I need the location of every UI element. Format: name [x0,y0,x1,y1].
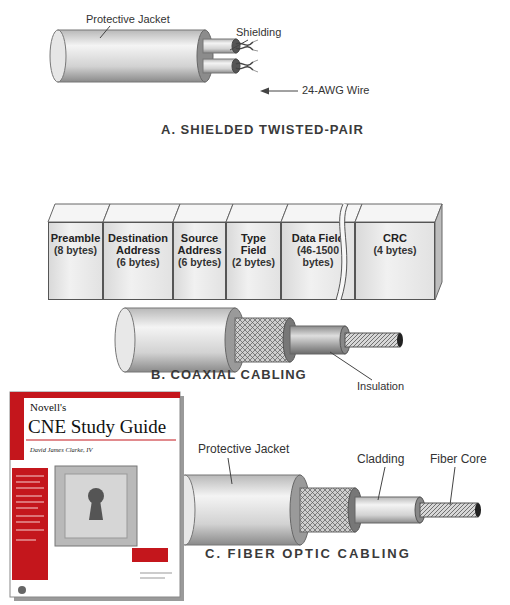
figure-caption: B. COAXIAL CABLING [151,367,307,382]
shield-end [232,59,240,73]
field-name: CRC [383,232,407,244]
box-top [226,204,288,222]
red-band [10,392,24,460]
leader-line [228,458,232,484]
coax-end [115,308,135,372]
part-label: Protective Jacket [198,442,289,456]
field-size: (6 bytes) [178,256,221,268]
box-top [173,204,233,222]
part-label: 24-AWG Wire [302,84,369,96]
arrow-head [260,88,269,95]
shield-tube [203,59,236,73]
twisted-wires [236,62,253,70]
twisted-wires [236,42,253,50]
book-author: David James Clarke, IV [30,446,92,453]
book-publisher: Novell's [30,401,66,413]
coax-insulation [290,326,345,354]
figure-caption: C. FIBER OPTIC CABLING [205,546,411,561]
leader-line [450,467,455,505]
press-logo [132,548,168,562]
frame-field-box: Destination Address(6 bytes) [103,222,173,300]
part-label: Shielding [236,26,281,38]
part-label: Protective Jacket [86,13,170,25]
leader-line [378,467,385,500]
cd-icon [18,586,26,594]
jacket-cut [197,30,213,82]
red-band [10,392,180,398]
red-panel [12,468,48,580]
field-name: Preamble [51,232,101,244]
field-name: Type Field [229,232,278,256]
frame-top-faces [48,204,442,300]
fiber-optic-cable [175,458,481,545]
frame-field-box: CRC(4 bytes) [355,222,435,300]
part-label: Insulation [357,380,404,392]
field-size: (8 bytes) [54,244,97,256]
box-top [281,204,362,222]
cable-jacket [58,30,205,82]
frame-field-box: Type Field(2 bytes) [226,222,281,300]
frame-field-box: Source Address(6 bytes) [173,222,226,300]
frame-field-box: Data Field(46-1500 bytes) [281,222,355,300]
blurb-lines [16,476,44,540]
field-size: (6 bytes) [116,256,159,268]
core-end [475,503,481,517]
keyhole [89,500,103,520]
leader-line [100,26,110,38]
coax-braid [235,318,290,362]
fiber-jacket [185,475,300,545]
fiber-core [420,503,478,517]
leader-line [330,352,372,380]
rule [26,440,176,441]
shield-end [232,39,240,53]
box-side [435,204,442,300]
coax-jacket [125,308,235,372]
fiber-buffer [300,488,355,532]
field-name: Source Address [176,232,223,256]
frame-field-box: Preamble(8 bytes) [48,222,103,300]
field-name: Destination Address [106,232,170,256]
book-face [10,392,180,597]
cover-lines [140,573,172,578]
twisted-pair-cable [50,26,298,95]
part-label: Fiber Core [430,452,487,466]
field-size: (2 bytes) [232,256,275,268]
bare-wire [253,40,258,72]
cover-image [55,466,137,546]
field-size: (4 bytes) [373,244,416,256]
part-label: Cladding [357,452,404,466]
cover-image [65,474,127,538]
box-top [103,204,180,222]
leader-line [264,91,298,92]
jacket-end [50,30,66,82]
field-size: (46-1500 bytes) [284,244,352,268]
field-name: Data Field [292,232,345,244]
book-title: CNE Study Guide [28,416,166,438]
box-top [48,204,110,222]
fiber-cladding [355,497,420,523]
core-end [397,333,403,347]
figure-caption: A. SHIELDED TWISTED-PAIR [161,122,364,137]
box-top [355,204,442,222]
book-cover [10,392,184,601]
coax-core [345,333,400,347]
shield-tube [203,39,236,53]
leader-line [230,40,248,50]
